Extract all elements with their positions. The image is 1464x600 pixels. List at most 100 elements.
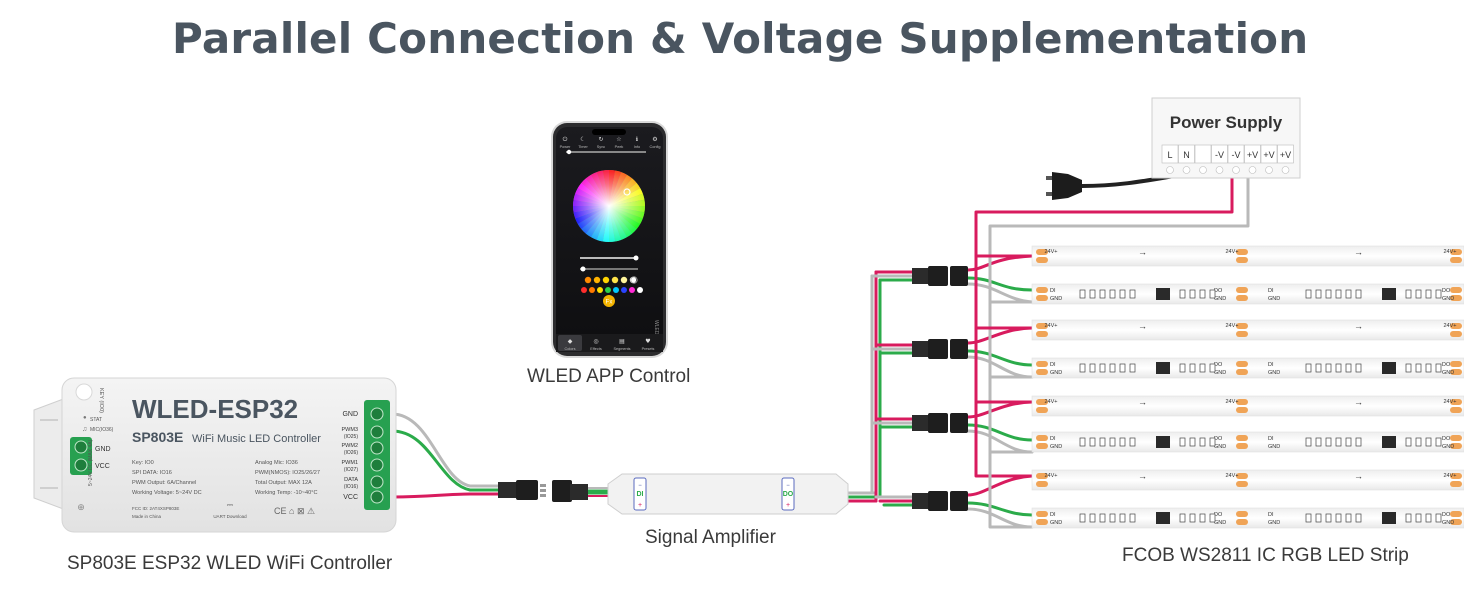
ps-terminal-screw [1215,166,1224,174]
direction-arrow-icon: → [1354,247,1363,257]
color-swatch[interactable] [605,287,611,293]
strip-feed-3 [966,400,1034,454]
led-icon: ● [83,415,87,421]
branch-2 [870,343,914,355]
white-slider [580,268,638,270]
tab-info-icon[interactable]: ℹ [636,136,639,143]
di-label: DI [1268,512,1274,518]
color-swatch[interactable] [629,287,635,293]
jst-connector-pair [498,480,588,502]
do-label: DO [1442,436,1451,442]
ps-terminal-label: -V [1215,150,1224,160]
svg-text:+: + [786,502,790,509]
color-swatch[interactable] [620,276,628,284]
dc-polarity-icon: ⊕ [77,502,85,512]
ic-chip [1382,512,1396,524]
di-label: DI [1050,362,1056,368]
tab-effects-icon[interactable]: ◎ [593,338,598,345]
ps-terminal-screw [1248,166,1257,174]
mic-icon: ♫ [82,426,87,433]
voltage-label: 24V+ [1444,249,1457,255]
wled-controller: KEY (IO0) GND VCC STAT MIC(IO36) ● ♫ 5~2… [33,377,397,533]
do-label: DO [1214,436,1223,442]
led-strip-row: 24V+24V+24V+→→ [1031,469,1464,491]
phone-notch [592,129,626,135]
do-label: DO [1442,362,1451,368]
direction-arrow-icon: → [1138,321,1147,331]
color-swatch[interactable] [613,287,619,293]
tab-timer[interactable]: Timer [578,145,588,149]
gnd-label: GND [1214,370,1226,376]
ic-chip [1156,288,1170,300]
tab-peek[interactable]: Peek [615,145,624,149]
tab-info[interactable]: Info [634,145,640,149]
color-swatch[interactable] [597,287,603,293]
wires [390,174,1250,529]
ps-terminal-label: N [1183,150,1190,160]
controller-brand: WLED-ESP32 [132,394,298,424]
terminal-label: PWM3 [342,427,359,433]
spec-left-line: PWM Output: 6A/Channel [132,480,196,486]
ic-chip [1382,362,1396,374]
terminal-screw [370,407,384,421]
color-swatch[interactable] [584,276,592,284]
spec-left-line: Working Voltage: 5~24V DC [132,490,202,496]
amp-out-label: DO [783,491,794,498]
tab-timer-icon[interactable]: ☾ [580,136,585,143]
color-swatch[interactable] [581,287,587,293]
color-swatch[interactable] [637,287,643,293]
ps-terminal-screw [1232,166,1240,174]
key-button[interactable] [75,383,93,401]
stat-label: STAT [90,417,102,423]
tab-colors[interactable]: Colors [565,347,576,351]
wire-ctrl-vcc [390,492,500,499]
color-swatch[interactable] [602,276,610,284]
ps-terminal-screw [1281,166,1290,174]
gnd-label: GND [1214,520,1226,526]
tab-power[interactable]: Power [560,145,571,149]
page-title: Parallel Connection & Voltage Supplement… [172,14,1309,63]
tab-config-icon[interactable]: ⚙ [652,136,657,143]
direction-arrow-icon: → [1354,321,1363,331]
fx-label: Fx [606,300,613,306]
tab-presets[interactable]: Presets [642,347,655,351]
tab-sync[interactable]: Sync [597,145,606,149]
tab-segments-icon[interactable]: ▤ [619,338,625,345]
di-label: DI [1268,436,1274,442]
terminal-sublabel: (IO26) [344,450,359,456]
fx-button[interactable] [603,295,615,307]
tab-effects[interactable]: Effects [590,347,602,351]
tab-colors-icon[interactable]: ◆ [568,338,573,345]
gnd-label: GND [1442,296,1454,302]
bus-plugs [912,266,968,511]
ic-chip [1382,436,1396,448]
color-swatch[interactable] [611,276,619,284]
spec-left-line: Key: IO0 [132,460,154,466]
tab-segments[interactable]: Segments [613,347,630,351]
ps-terminal-label: +V [1247,150,1258,160]
tab-presets-icon[interactable]: ♥ [645,338,650,345]
tab-sync-icon[interactable]: ↻ [598,136,603,143]
color-swatch[interactable] [593,276,601,284]
dc-label: 5~24V DC (MAX 4A) [88,439,94,486]
key-label: KEY (IO0) [98,388,104,413]
tab-config[interactable]: Config [650,145,661,149]
direction-arrow-icon: → [1138,247,1147,257]
voltage-label: 24V+ [1444,473,1457,479]
ps-terminal-label: -V [1232,150,1241,160]
signal-amplifier: − DI + − DO + [607,473,849,515]
color-swatch[interactable] [621,287,627,293]
terminal-screw [370,490,384,504]
tab-peek-icon[interactable]: ☆ [616,136,621,143]
ps-terminal-label: L [1167,150,1172,160]
color-swatch[interactable] [589,287,595,293]
mic-label: MIC(IO36) [90,427,114,433]
spec-right-line: Working Temp: -10~40°C [255,490,318,496]
tab-power-icon[interactable]: ⏻ [563,136,568,143]
wire-ctrl-gnd [390,412,500,488]
